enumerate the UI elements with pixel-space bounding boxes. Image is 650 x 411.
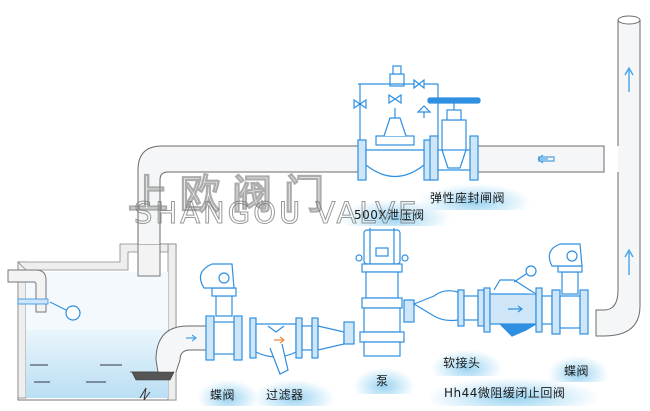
label-flexible-joint: 软接头 [443, 356, 481, 370]
label-butterfly-valve-right: 蝶阀 [564, 364, 590, 378]
label-pump: 泵 [376, 374, 389, 388]
y-strainer [249, 317, 345, 375]
label-pressure-relief-valve: 500X泄压阀 [354, 208, 425, 222]
watermark-chinese: 上欧阀门 [128, 172, 336, 219]
butterfly-valve-right [541, 243, 589, 335]
pressure-relief-valve [353, 65, 439, 181]
label-cloud [354, 368, 414, 394]
label-cloud [428, 378, 598, 406]
label-cloud [254, 380, 334, 406]
label-resilient-gate-valve: 弹性座封闸阀 [430, 191, 506, 205]
water-tank [7, 243, 177, 401]
gate-valve [427, 97, 481, 181]
riser-pipe [595, 15, 641, 337]
butterfly-valve-left [199, 263, 243, 361]
label-cloud [432, 350, 502, 376]
label-strainer: 过滤器 [266, 388, 304, 402]
flexible-joint [412, 289, 485, 327]
label-check-valve: Hh44微阻缓闭止回阀 [444, 386, 566, 400]
vertical-pump [343, 228, 415, 357]
label-butterfly-valve-left: 蝶阀 [210, 388, 236, 402]
slow-closing-check-valve [483, 265, 543, 337]
watermark-english: SHANGOU VALVE [133, 196, 420, 231]
label-cloud [340, 200, 450, 226]
label-cloud [548, 356, 608, 382]
label-cloud [198, 380, 258, 406]
